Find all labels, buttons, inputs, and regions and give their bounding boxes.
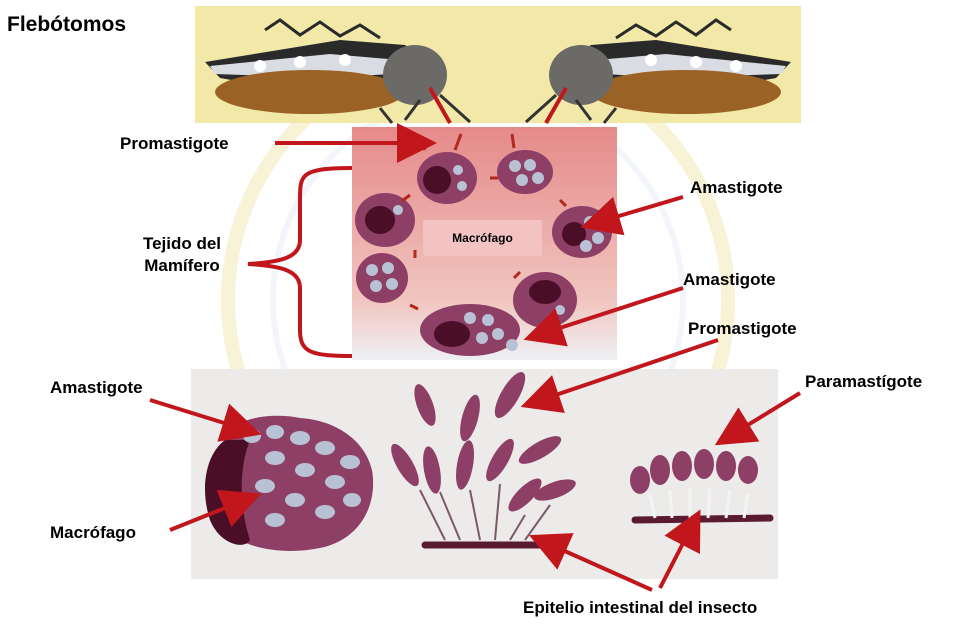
macrophage-cell [356,253,408,303]
macrofago-inner-label: Macrófago [423,220,542,256]
macrophage-cell [420,304,520,356]
label-paramastigote: Paramastígote [805,372,922,392]
macrophage-cell [497,150,553,194]
macrophage-cell [417,152,477,204]
label-promastigote-bottom: Promastigote [688,319,797,339]
infected-macrophage [205,416,373,551]
title-flebotomos: Flebótomos [7,13,126,37]
label-tejido-mamifero: Tejido del Mamífero [122,233,242,277]
sandfly-panel [195,6,801,123]
label-macrofago-left: Macrófago [50,523,136,543]
label-amastigote-left: Amastigote [50,378,143,398]
insect-gut-panel [191,368,778,579]
label-promastigote-top: Promastigote [120,134,229,154]
label-amastigote-right-1: Amastigote [690,178,783,198]
macrophage-cell [513,272,577,328]
label-tejido-line2: Mamífero [122,255,242,277]
label-amastigote-right-2: Amastigote [683,270,776,290]
tissue-bracket [248,168,352,356]
macrophage-cell [552,206,612,258]
label-tejido-line1: Tejido del [122,233,242,255]
macrophage-cell [355,193,415,247]
label-epitelio-intestinal: Epitelio intestinal del insecto [523,598,757,618]
